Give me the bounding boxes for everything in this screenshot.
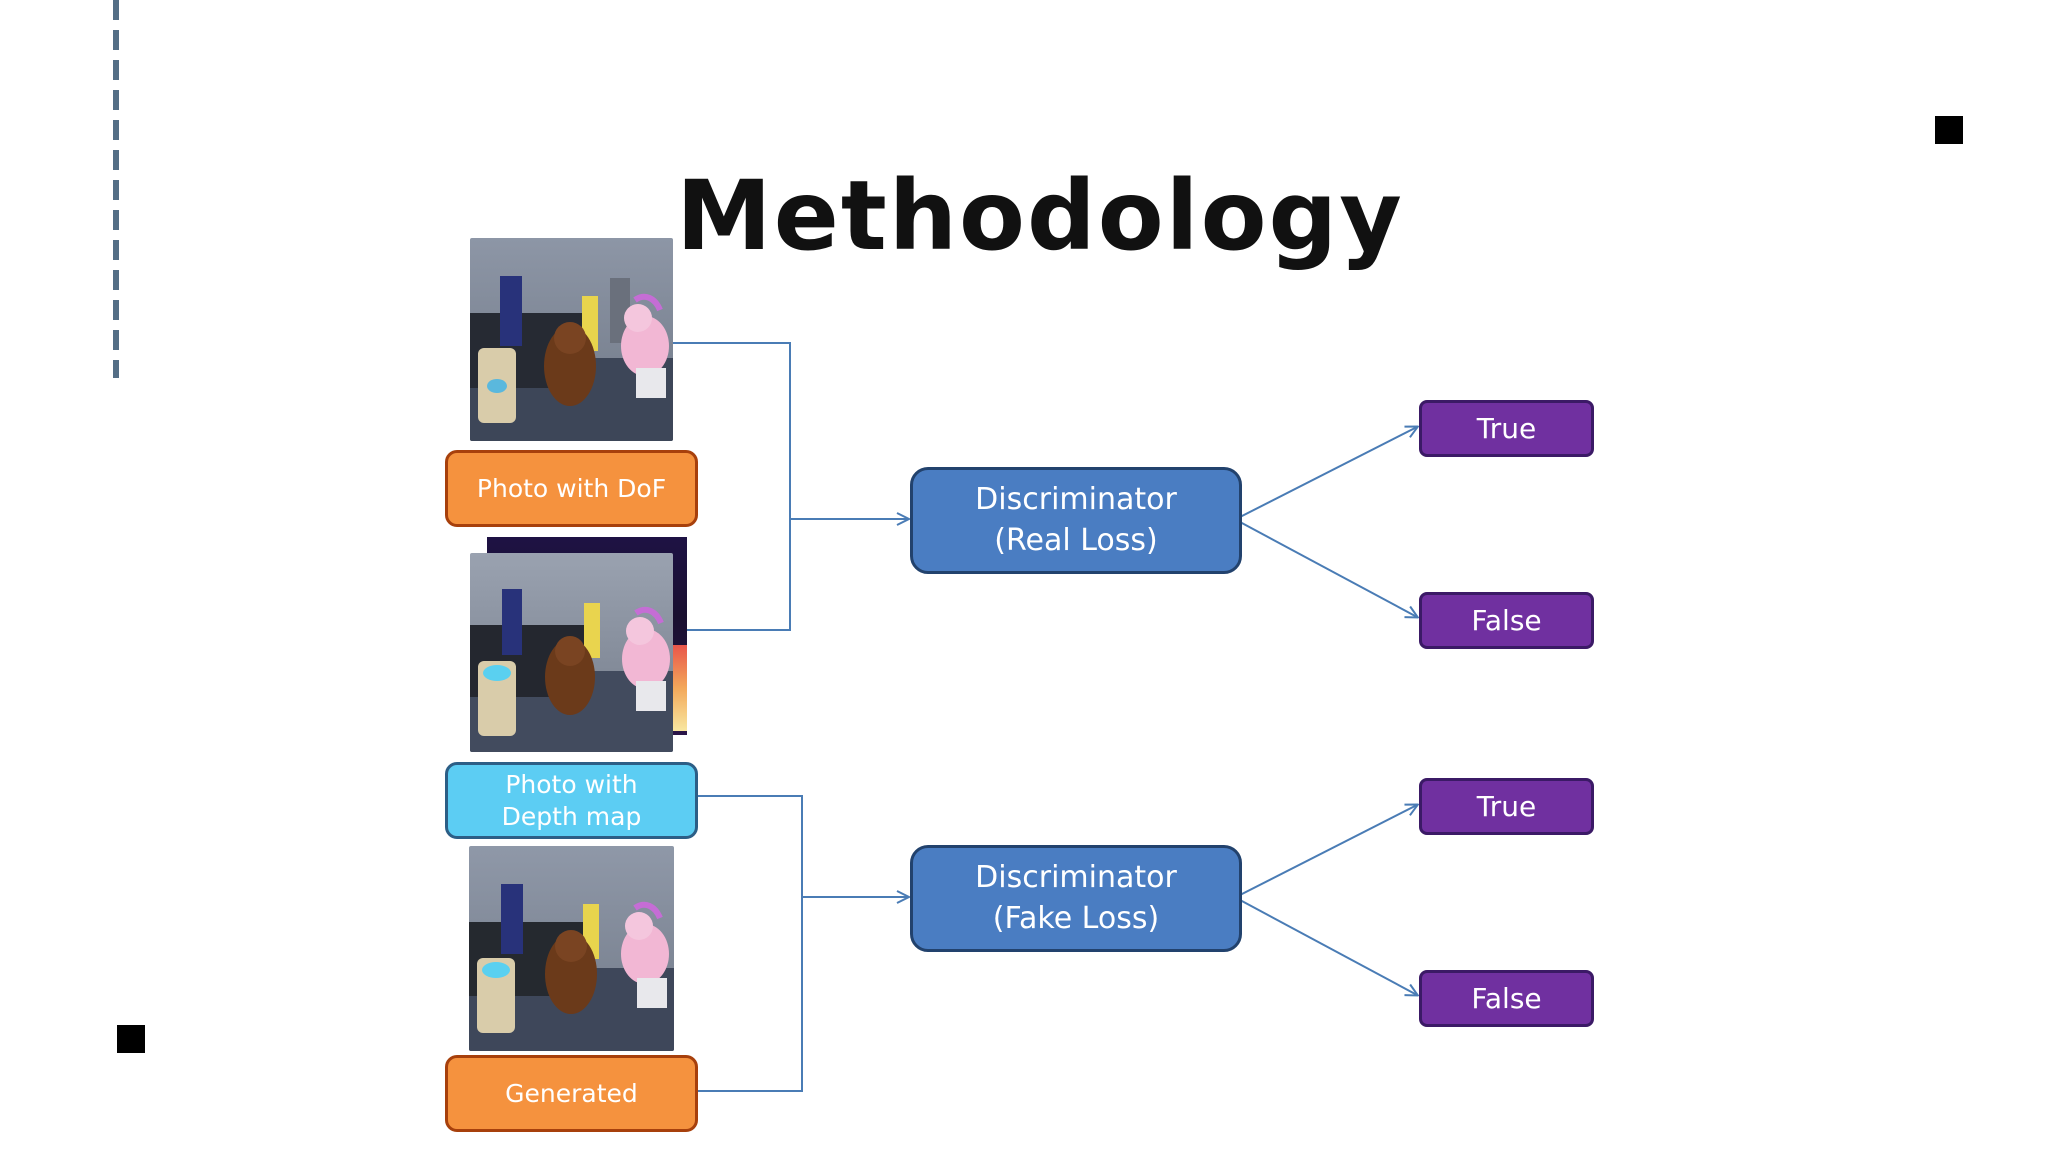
output-fake-false: False (1419, 970, 1594, 1027)
output-real-false-label: False (1471, 604, 1542, 637)
discriminator-real-line2: (Real Loss) (994, 522, 1158, 558)
arrow-real-false (1239, 521, 1417, 617)
arrow-fake-true (1239, 805, 1417, 896)
dof-label-box: Photo with DoF (445, 450, 698, 527)
slide-title: Methodology (676, 160, 1404, 272)
connector-real-inputs (671, 342, 791, 631)
connector-fake-inputs (696, 795, 803, 1092)
generated-label-text: Generated (505, 1078, 638, 1108)
arrow-real-true (1239, 427, 1417, 518)
discriminator-real-loss: Discriminator (Real Loss) (910, 467, 1242, 574)
dof-label-text: Photo with DoF (476, 473, 667, 503)
depth-label-text: Photo with Depth map (501, 770, 642, 831)
dof-photo (470, 238, 673, 441)
output-real-false: False (1419, 592, 1594, 649)
discriminator-fake-line1: Discriminator (975, 860, 1177, 895)
discriminator-real-line1: Discriminator (975, 482, 1177, 517)
decorative-dashed-line (113, 0, 119, 378)
output-fake-true: True (1419, 778, 1594, 835)
output-fake-false-label: False (1471, 982, 1542, 1015)
depth-label-box: Photo with Depth map (445, 762, 698, 839)
output-real-true: True (1419, 400, 1594, 457)
generated-photo (469, 846, 674, 1051)
arrow-fake-false (1239, 899, 1417, 995)
decorative-square-top-right (1935, 116, 1963, 144)
output-fake-true-label: True (1476, 790, 1537, 823)
depth-photo (470, 553, 673, 752)
generated-label-box: Generated (445, 1055, 698, 1132)
decorative-square-bottom-left (117, 1025, 145, 1053)
output-real-true-label: True (1476, 412, 1537, 445)
discriminator-fake-line2: (Fake Loss) (992, 900, 1160, 936)
discriminator-fake-loss: Discriminator (Fake Loss) (910, 845, 1242, 952)
